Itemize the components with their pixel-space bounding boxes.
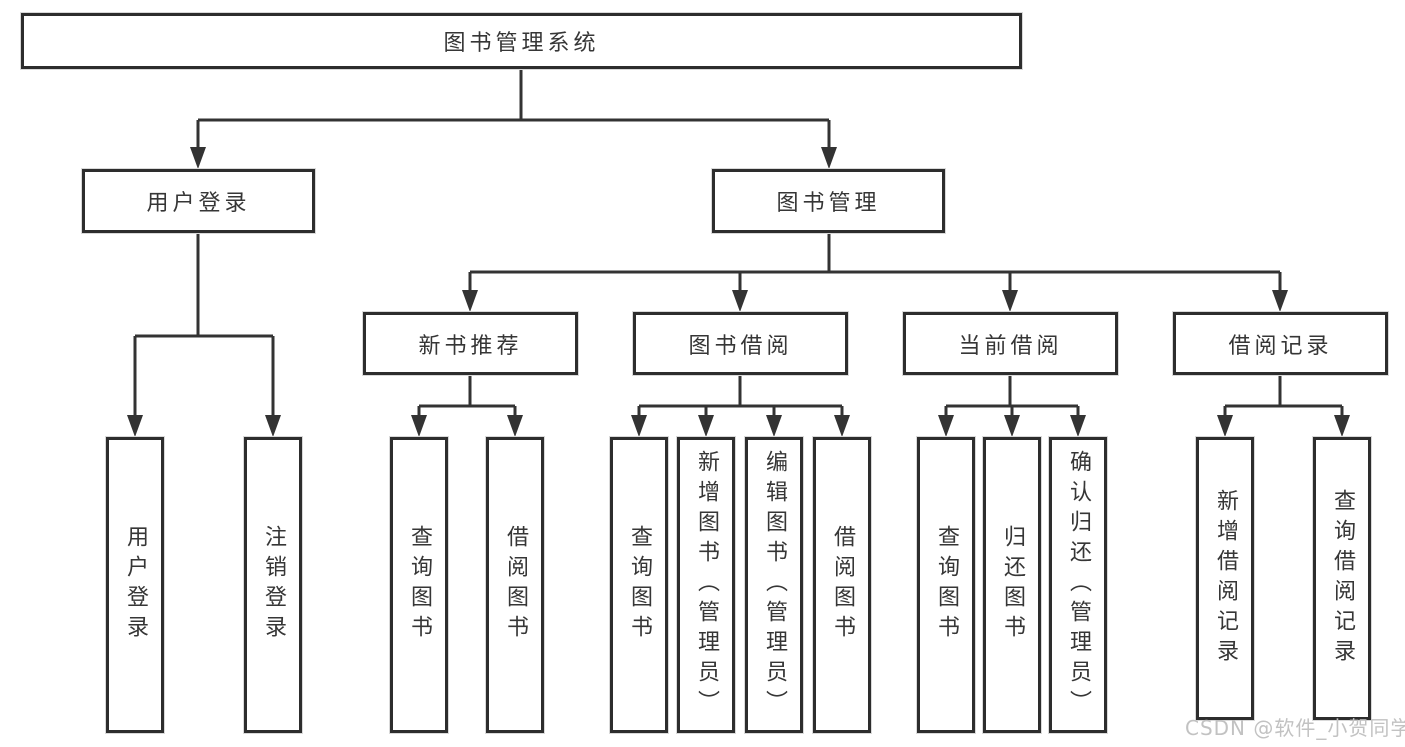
csdn-watermark: CSDN @软件_小贺同学 <box>1185 716 1405 740</box>
node-user-login: 用户登录 <box>82 169 315 233</box>
leaf-query-books-borrow: 查询图书 <box>610 437 668 733</box>
connector-lines <box>133 69 1344 419</box>
node-book-borrow: 图书借阅 <box>633 312 848 375</box>
node-current-borrow: 当前借阅 <box>903 312 1118 375</box>
leaf-confirm-return-admin: 确认归还（管理员） <box>1049 437 1107 733</box>
leaf-logout: 注销登录 <box>244 437 302 733</box>
leaf-query-books-recommend: 查询图书 <box>390 437 448 733</box>
leaf-borrow-book: 借阅图书 <box>813 437 871 733</box>
arrowhead-icons <box>127 147 1350 437</box>
leaf-return-book: 归还图书 <box>983 437 1041 733</box>
node-book-management: 图书管理 <box>712 169 945 233</box>
leaf-query-borrow-record: 查询借阅记录 <box>1313 437 1371 720</box>
leaf-add-borrow-record: 新增借阅记录 <box>1196 437 1254 720</box>
node-library-system: 图书管理系统 <box>21 13 1022 69</box>
leaf-user-login: 用户登录 <box>106 437 164 733</box>
leaf-edit-book-admin: 编辑图书（管理员） <box>745 437 803 733</box>
node-new-book-recommend: 新书推荐 <box>363 312 578 375</box>
node-borrow-records: 借阅记录 <box>1173 312 1388 375</box>
leaf-add-book-admin: 新增图书（管理员） <box>677 437 735 733</box>
leaf-borrow-books-recommend: 借阅图书 <box>486 437 544 733</box>
leaf-query-books-current: 查询图书 <box>917 437 975 733</box>
